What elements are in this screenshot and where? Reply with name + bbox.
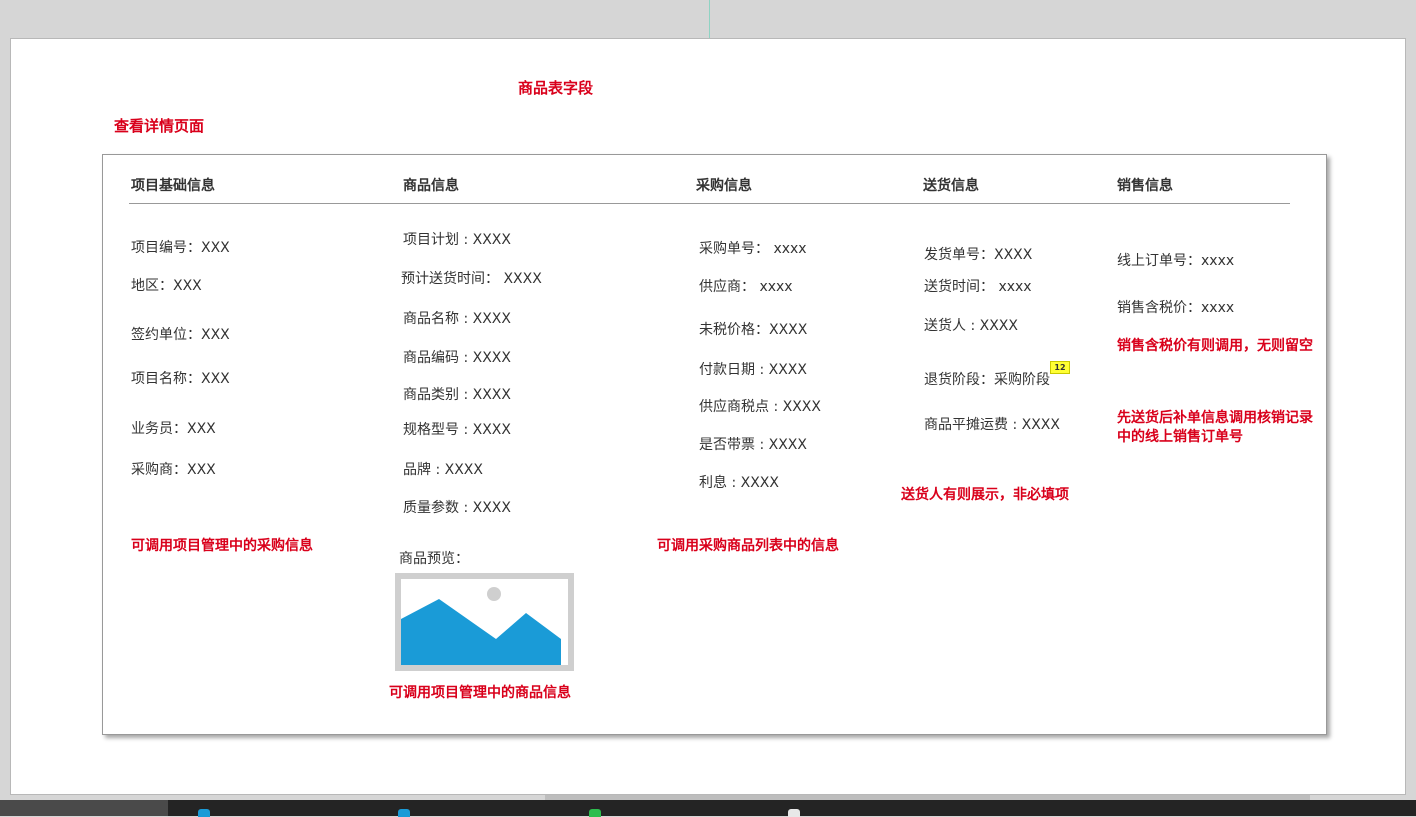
note-purchase: 可调用采购商品列表中的信息 bbox=[657, 538, 839, 554]
field-spec-model: 规格型号 : XXXX bbox=[403, 422, 511, 438]
comment-badge[interactable]: 12 bbox=[1050, 361, 1070, 374]
horizontal-scrollbar[interactable] bbox=[545, 795, 1310, 800]
table-title: 商品表字段 bbox=[518, 79, 594, 97]
page-title: 查看详情页面 bbox=[114, 117, 205, 135]
note-sales-order: 先送货后补单信息调用核销记录中的线上销售订单号 bbox=[1117, 410, 1313, 445]
field-shipping-number: 发货单号：XXXX bbox=[924, 247, 1033, 263]
field-project-plan: 项目计划 : XXXX bbox=[403, 232, 511, 248]
field-buyer: 采购商：XXX bbox=[131, 462, 216, 478]
field-interest: 利息 : XXXX bbox=[699, 475, 779, 491]
folder-icon[interactable] bbox=[788, 809, 800, 817]
app-icon[interactable] bbox=[398, 809, 410, 817]
field-product-name: 商品名称 : XXXX bbox=[403, 311, 511, 327]
note-project: 可调用项目管理中的采购信息 bbox=[131, 538, 313, 554]
field-contract-unit: 签约单位：XXX bbox=[131, 327, 230, 343]
field-expected-delivery: 预计送货时间： XXXX bbox=[401, 271, 542, 287]
guide-line bbox=[709, 0, 710, 38]
field-project-number: 项目编号：XXX bbox=[131, 240, 230, 256]
app-icon[interactable] bbox=[198, 809, 210, 817]
taskbar bbox=[0, 800, 1416, 817]
field-project-name: 项目名称：XXX bbox=[131, 371, 230, 387]
chat-app-icon[interactable] bbox=[589, 809, 601, 817]
field-delivery-time: 送货时间： xxxx bbox=[924, 279, 1032, 295]
field-payment-date: 付款日期 : XXXX bbox=[699, 362, 807, 378]
product-preview-label: 商品预览： bbox=[399, 551, 469, 567]
field-delivery-person: 送货人 : XXXX bbox=[924, 318, 1018, 334]
field-supplier-tax: 供应商税点 : XXXX bbox=[699, 399, 821, 415]
field-freight-share: 商品平摊运费 : XXXX bbox=[924, 417, 1060, 433]
field-purchase-order: 采购单号： xxxx bbox=[699, 241, 807, 257]
note-product: 可调用项目管理中的商品信息 bbox=[389, 685, 571, 701]
field-online-order: 线上订单号：xxxx bbox=[1117, 253, 1235, 269]
note-sales-price: 销售含税价有则调用，无则留空 bbox=[1117, 338, 1313, 354]
header-purchase-info: 采购信息 bbox=[696, 178, 752, 194]
header-sales-info: 销售信息 bbox=[1117, 178, 1173, 194]
field-sales-price: 销售含税价：xxxx bbox=[1117, 300, 1235, 316]
field-brand: 品牌 : XXXX bbox=[403, 462, 483, 478]
detail-card: 项目基础信息 商品信息 采购信息 送货信息 销售信息 项目编号：XXX 地区：X… bbox=[102, 154, 1327, 735]
header-product-info: 商品信息 bbox=[403, 178, 459, 194]
field-salesperson: 业务员：XXX bbox=[131, 421, 216, 437]
field-supplier: 供应商： xxxx bbox=[699, 279, 793, 295]
field-untaxed-price: 未税价格：XXXX bbox=[699, 322, 808, 338]
image-placeholder-icon bbox=[401, 579, 568, 665]
product-image-placeholder bbox=[395, 573, 574, 671]
design-canvas: 商品表字段 查看详情页面 项目基础信息 商品信息 采购信息 送货信息 销售信息 … bbox=[10, 38, 1406, 795]
field-quality-params: 质量参数 : XXXX bbox=[403, 500, 511, 516]
field-product-category: 商品类别 : XXXX bbox=[403, 387, 511, 403]
field-with-invoice: 是否带票 : XXXX bbox=[699, 437, 807, 453]
note-delivery: 送货人有则展示，非必填项 bbox=[901, 487, 1069, 503]
taskbar-start-area[interactable] bbox=[0, 800, 168, 816]
field-return-stage: 退货阶段：采购阶段 bbox=[924, 372, 1050, 388]
header-project-info: 项目基础信息 bbox=[131, 178, 215, 194]
field-region: 地区：XXX bbox=[131, 278, 202, 294]
header-delivery-info: 送货信息 bbox=[923, 178, 979, 194]
field-product-code: 商品编码 : XXXX bbox=[403, 350, 511, 366]
header-divider bbox=[129, 203, 1290, 204]
